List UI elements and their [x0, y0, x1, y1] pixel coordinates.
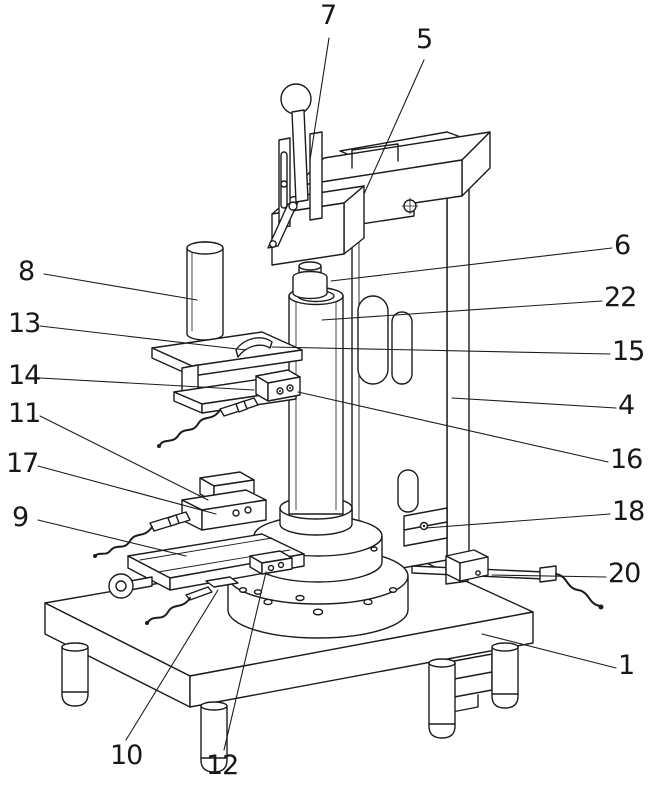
- column-bracket: [403, 507, 448, 547]
- leader-line-11: [39, 415, 209, 501]
- upper-clamp-assembly: [151, 331, 303, 417]
- leader-line-13: [39, 325, 247, 351]
- leader-line-1: [481, 633, 617, 669]
- leader-line-10: [125, 589, 219, 741]
- callout-10: 10: [110, 740, 143, 771]
- callout-1: 1: [618, 650, 635, 681]
- left-cylinder: [186, 241, 224, 341]
- callout-16: 16: [610, 444, 643, 475]
- base-leg: [428, 658, 456, 739]
- leader-line-20: [491, 574, 607, 578]
- adapter-coupling: [292, 261, 328, 300]
- rod-mount: [445, 549, 489, 582]
- callout-6: 6: [614, 230, 631, 261]
- cables: [93, 409, 604, 625]
- cable: [147, 597, 191, 623]
- callout-15: 15: [612, 336, 645, 367]
- leader-line-15: [271, 346, 611, 355]
- callout-9: 9: [12, 502, 29, 533]
- cable: [555, 573, 601, 607]
- side-rod-assembly: [411, 549, 557, 585]
- callout-12: 12: [206, 750, 239, 781]
- lower-clamp-assembly: [149, 471, 267, 532]
- leader-line-6: [330, 247, 613, 282]
- leader-line-12: [223, 571, 267, 751]
- slide-table: [108, 533, 305, 602]
- callout-8: 8: [18, 256, 35, 287]
- callout-7: 7: [320, 0, 337, 31]
- base-leg: [200, 701, 228, 773]
- leader-line-16: [297, 391, 609, 463]
- probe-rod: [185, 586, 213, 601]
- leader-line-14: [39, 377, 255, 391]
- leader-line-9: [37, 519, 187, 557]
- cable: [159, 409, 221, 446]
- callout-14: 14: [8, 360, 41, 391]
- leader-line-8: [43, 273, 198, 301]
- lever-assembly: [267, 83, 323, 249]
- top-arm: [271, 131, 491, 266]
- lever-ball-handle: [280, 83, 312, 115]
- callout-11: 11: [8, 398, 41, 429]
- cable: [95, 526, 153, 556]
- sensor-block: [255, 369, 301, 402]
- callout-5: 5: [416, 24, 433, 55]
- leader-line-7: [309, 37, 330, 161]
- leader-line-17: [37, 465, 217, 515]
- stop-block: [249, 550, 293, 575]
- base-leg: [61, 642, 89, 707]
- base-leg: [491, 642, 519, 709]
- callout-13: 13: [8, 308, 41, 339]
- leader-line-5: [363, 59, 425, 195]
- callout-17: 17: [6, 448, 39, 479]
- leader-lines: [37, 37, 617, 751]
- callout-4: 4: [618, 390, 635, 421]
- callout-20: 20: [608, 558, 641, 589]
- leader-line-18: [425, 513, 611, 529]
- leader-line-4: [451, 397, 617, 409]
- callout-22: 22: [604, 282, 637, 313]
- clamp-hook: [235, 337, 273, 358]
- leader-line-22: [321, 300, 603, 321]
- callout-18: 18: [612, 496, 645, 527]
